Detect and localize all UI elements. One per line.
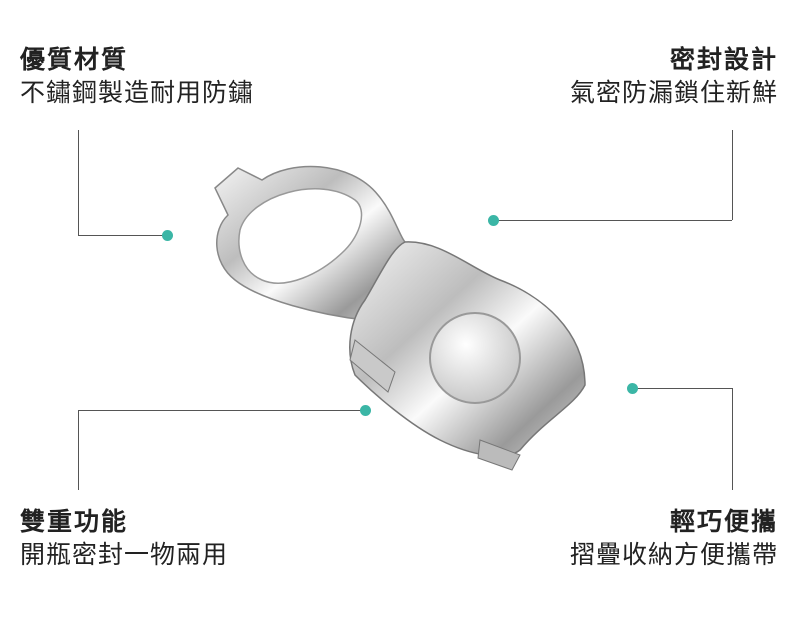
feature-subtitle: 氣密防漏鎖住新鮮 [569,78,778,107]
feature-title: 優質材質 [20,45,129,74]
callout-line [78,410,79,490]
callout-line [494,220,732,221]
feature-seal: 密封設計 氣密防漏鎖住新鮮 [570,44,778,110]
callout-line [732,130,733,220]
feature-dual-function: 雙重功能 開瓶密封一物兩用 [20,506,228,572]
callout-line [632,388,732,389]
callout-line [78,235,166,236]
callout-dot [162,230,173,241]
callout-dot [360,405,371,416]
feature-portable: 輕巧便攜 摺疊收納方便攜帶 [570,506,778,572]
feature-title: 輕巧便攜 [669,507,778,536]
feature-material: 優質材質 不鏽鋼製造耐用防鏽 [20,44,254,110]
feature-subtitle: 開瓶密封一物兩用 [20,540,229,569]
feature-title: 雙重功能 [20,507,129,536]
callout-line [78,130,79,235]
callout-dot [627,383,638,394]
brand-stamp [429,312,521,404]
callout-line [78,410,364,411]
callout-dot [488,215,499,226]
feature-subtitle: 不鏽鋼製造耐用防鏽 [20,78,255,107]
feature-title: 密封設計 [669,45,778,74]
feature-subtitle: 摺疊收納方便攜帶 [569,540,778,569]
callout-line [732,388,733,490]
